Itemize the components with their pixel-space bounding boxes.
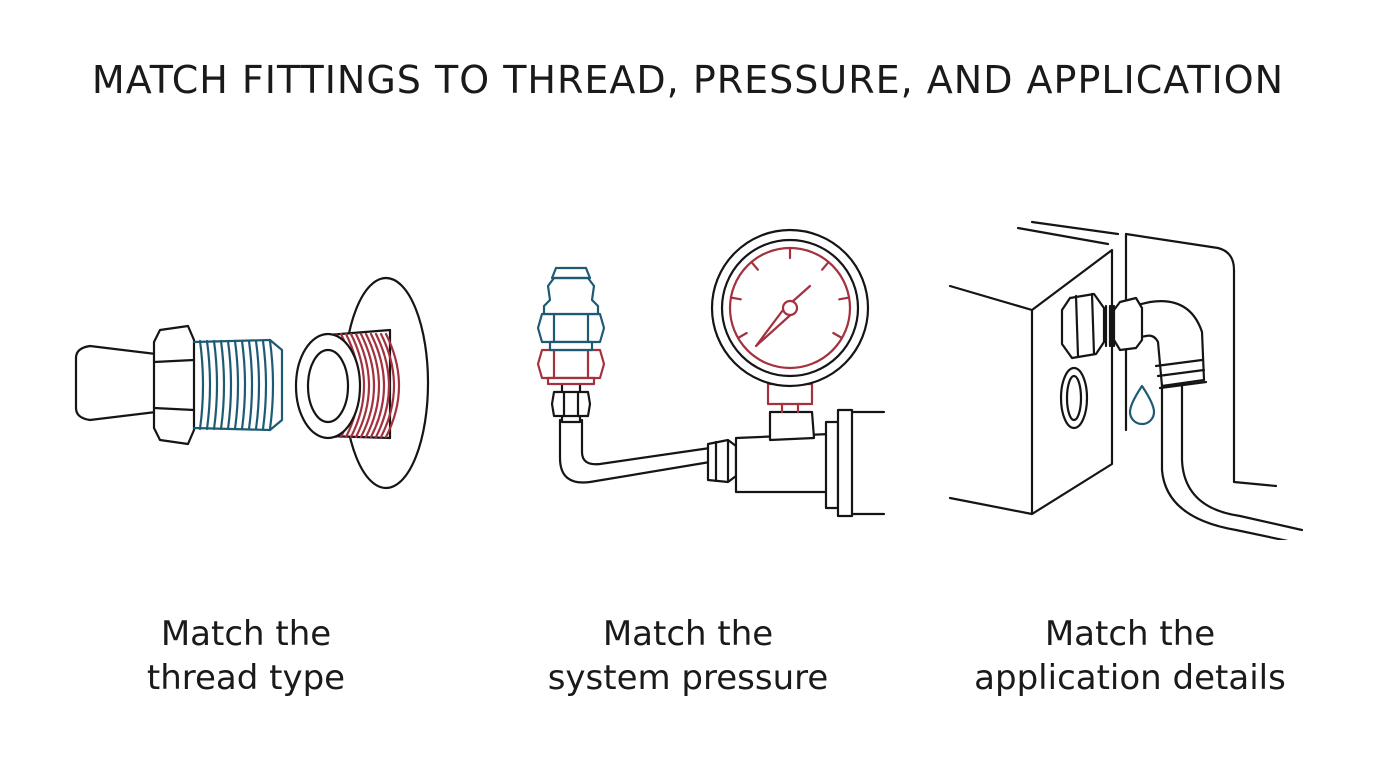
caption-thread-line2: thread type bbox=[146, 658, 346, 698]
caption-application-line2: application details bbox=[974, 658, 1286, 698]
caption-thread: Match the thread type bbox=[60, 612, 432, 700]
caption-thread-line1: Match the bbox=[160, 614, 332, 654]
elbow-fitting-icon bbox=[948, 220, 1304, 540]
pressure-panel bbox=[520, 190, 900, 540]
thread-panel bbox=[60, 190, 460, 540]
pressure-gauge-icon bbox=[536, 228, 886, 518]
application-panel bbox=[940, 190, 1320, 540]
caption-pressure-line2: system pressure bbox=[547, 658, 829, 698]
threaded-fitting-icon bbox=[74, 276, 430, 490]
caption-application: Match the application details bbox=[930, 612, 1330, 700]
fluid-drop-icon bbox=[1128, 384, 1156, 426]
caption-application-line1: Match the bbox=[1044, 614, 1216, 654]
caption-pressure-line1: Match the bbox=[602, 614, 774, 654]
caption-pressure: Match the system pressure bbox=[500, 612, 876, 700]
page-title: MATCH FITTINGS TO THREAD, PRESSURE, AND … bbox=[91, 58, 1285, 102]
